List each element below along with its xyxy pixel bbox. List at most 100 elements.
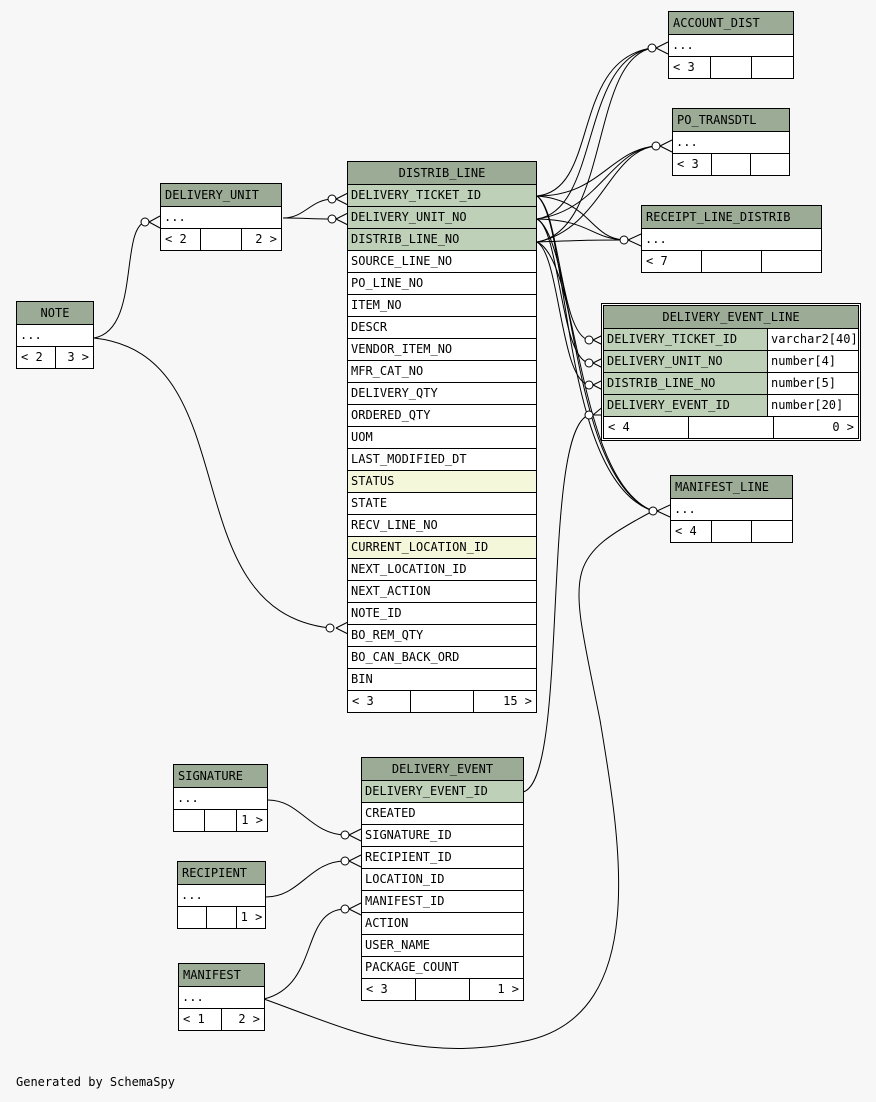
table-delivery-unit[interactable]: DELIVERY_UNIT ... < 2 2 > (160, 183, 282, 251)
table-footer: < 4 0 > (604, 417, 858, 438)
table-footer: < 3 15 > (348, 691, 536, 712)
children-count: 2 > (255, 232, 277, 246)
table-footer: < 3 (673, 154, 789, 175)
rel-distrib-manifest-line-1 (536, 195, 654, 512)
table-header: SIGNATURE (174, 765, 267, 788)
rel-distrib-po-3 (536, 145, 657, 243)
table-delivery-event-line[interactable]: DELIVERY_EVENT_LINE DELIVERY_TICKET_ID v… (601, 303, 861, 441)
column-name: DELIVERY_UNIT_NO (604, 351, 768, 373)
column-type: varchar2[40] (768, 329, 858, 351)
rel-distrib-account-1 (536, 47, 653, 197)
column-row: ORDERED_QTY (348, 405, 536, 427)
rel-event-del-line (522, 414, 590, 793)
table-po-transdtl[interactable]: PO_TRANSDTL ... < 3 (672, 108, 790, 176)
column-row: UOM (348, 427, 536, 449)
column-row: BO_REM_QTY (348, 625, 536, 647)
table-footer: < 3 1 > (362, 979, 523, 1000)
rel-note-delivery-unit (93, 221, 146, 339)
table-header: DELIVERY_EVENT (362, 758, 523, 781)
column-row: CURRENT_LOCATION_ID (348, 537, 536, 559)
table-footer: < 2 3 > (17, 347, 93, 368)
column-row: CREATED (362, 803, 523, 825)
parents-count: < 7 (642, 251, 702, 272)
table-header: RECIPIENT (178, 862, 265, 885)
table-note[interactable]: NOTE ... < 2 3 > (16, 301, 94, 369)
table-header: RECEIPT_LINE_DISTRIB (642, 206, 821, 229)
column-row: DELIVERY_UNIT_NO (348, 207, 536, 229)
column-row: PO_LINE_NO (348, 273, 536, 295)
table-account-dist[interactable]: ACCOUNT_DIST ... < 3 (668, 11, 794, 79)
table-footer: < 1 2 > (179, 1009, 264, 1030)
column-name: DISTRIB_LINE_NO (604, 373, 768, 395)
column-name: DELIVERY_TICKET_ID (604, 329, 768, 351)
rel-distrib-po-2 (536, 145, 657, 220)
table-header: MANIFEST (179, 964, 264, 987)
rel-distrib-account-2 (536, 47, 653, 220)
rel-manifest-manifest-line (263, 510, 654, 1050)
parents-count: < 2 (161, 229, 202, 250)
parents-count: < 1 (179, 1009, 222, 1030)
column-row: BO_CAN_BACK_ORD (348, 647, 536, 669)
column-type: number[4] (768, 351, 858, 373)
parents-count: < 3 (362, 979, 416, 1000)
column-row: DESCR (348, 317, 536, 339)
children-count: 1 > (240, 910, 263, 924)
table-footer: < 7 (642, 251, 821, 272)
column-row: DELIVERY_EVENT_ID number[20] (604, 395, 858, 417)
table-distrib-line[interactable]: DISTRIB_LINE DELIVERY_TICKET_ID DELIVERY… (347, 161, 537, 713)
parents-count: < 4 (604, 417, 689, 438)
rel-manifest-event (263, 908, 346, 1000)
column-row: DISTRIB_LINE_NO (348, 229, 536, 251)
table-footer: < 2 2 > (161, 229, 281, 250)
rel-delivery-unit-ticket (282, 198, 333, 219)
table-manifest-line[interactable]: MANIFEST_LINE ... < 4 (670, 475, 793, 543)
table-header: DELIVERY_UNIT (161, 184, 281, 207)
column-row: LAST_MODIFIED_DT (348, 449, 536, 471)
column-type: number[5] (768, 373, 858, 395)
column-list: DELIVERY_TICKET_ID DELIVERY_UNIT_NO DIST… (348, 185, 536, 691)
rel-distrib-manifest-line-3 (536, 241, 654, 512)
rel-distrib-manifest-line-2 (536, 218, 654, 512)
column-row: ACTION (362, 913, 523, 935)
column-row: MANIFEST_ID (362, 891, 523, 913)
table-footer: < 4 (671, 521, 792, 542)
children-count: 3 > (67, 350, 89, 364)
table-signature[interactable]: SIGNATURE ... 1 > (173, 764, 268, 832)
column-row: DISTRIB_LINE_NO number[5] (604, 373, 858, 395)
table-header: NOTE (17, 302, 93, 325)
generator-credit: Generated by SchemaSpy (16, 1075, 175, 1089)
rel-distrib-receipt-1 (536, 195, 625, 241)
table-receipt-line-distrib[interactable]: RECEIPT_LINE_DISTRIB ... < 7 (641, 205, 822, 273)
table-body: ... (17, 325, 93, 347)
table-body: ... (671, 499, 792, 521)
column-row: BIN (348, 669, 536, 691)
rel-recipient-event (265, 860, 346, 898)
column-row: STATE (348, 493, 536, 515)
column-row: SIGNATURE_ID (362, 825, 523, 847)
table-manifest[interactable]: MANIFEST ... < 1 2 > (178, 963, 265, 1031)
column-row: DELIVERY_UNIT_NO number[4] (604, 351, 858, 373)
column-name: DELIVERY_EVENT_ID (604, 395, 768, 417)
parents-count: < 3 (348, 691, 411, 712)
parents-count: < 4 (671, 521, 712, 542)
rel-delivery-unit-unitno (282, 217, 333, 220)
column-type: number[20] (768, 395, 858, 417)
table-header: MANIFEST_LINE (671, 476, 792, 499)
table-delivery-event[interactable]: DELIVERY_EVENT DELIVERY_EVENT_ID CREATED… (361, 757, 524, 1001)
children-count: 15 > (503, 694, 532, 708)
column-row: LOCATION_ID (362, 869, 523, 891)
rel-note-distrib-line (93, 337, 331, 629)
column-list: DELIVERY_EVENT_ID CREATED SIGNATURE_ID R… (362, 781, 523, 979)
table-header: DISTRIB_LINE (348, 162, 536, 185)
rel-signature-event (267, 799, 346, 836)
rel-distrib-account-3 (536, 47, 653, 243)
children-count: 1 > (241, 813, 263, 827)
table-header: ACCOUNT_DIST (669, 12, 793, 35)
column-row: NEXT_LOCATION_ID (348, 559, 536, 581)
table-body: ... (179, 987, 264, 1009)
table-recipient[interactable]: RECIPIENT ... 1 > (177, 861, 266, 929)
children-count: 1 > (497, 982, 519, 996)
parents-count: < 2 (17, 347, 56, 368)
column-row: NOTE_ID (348, 603, 536, 625)
